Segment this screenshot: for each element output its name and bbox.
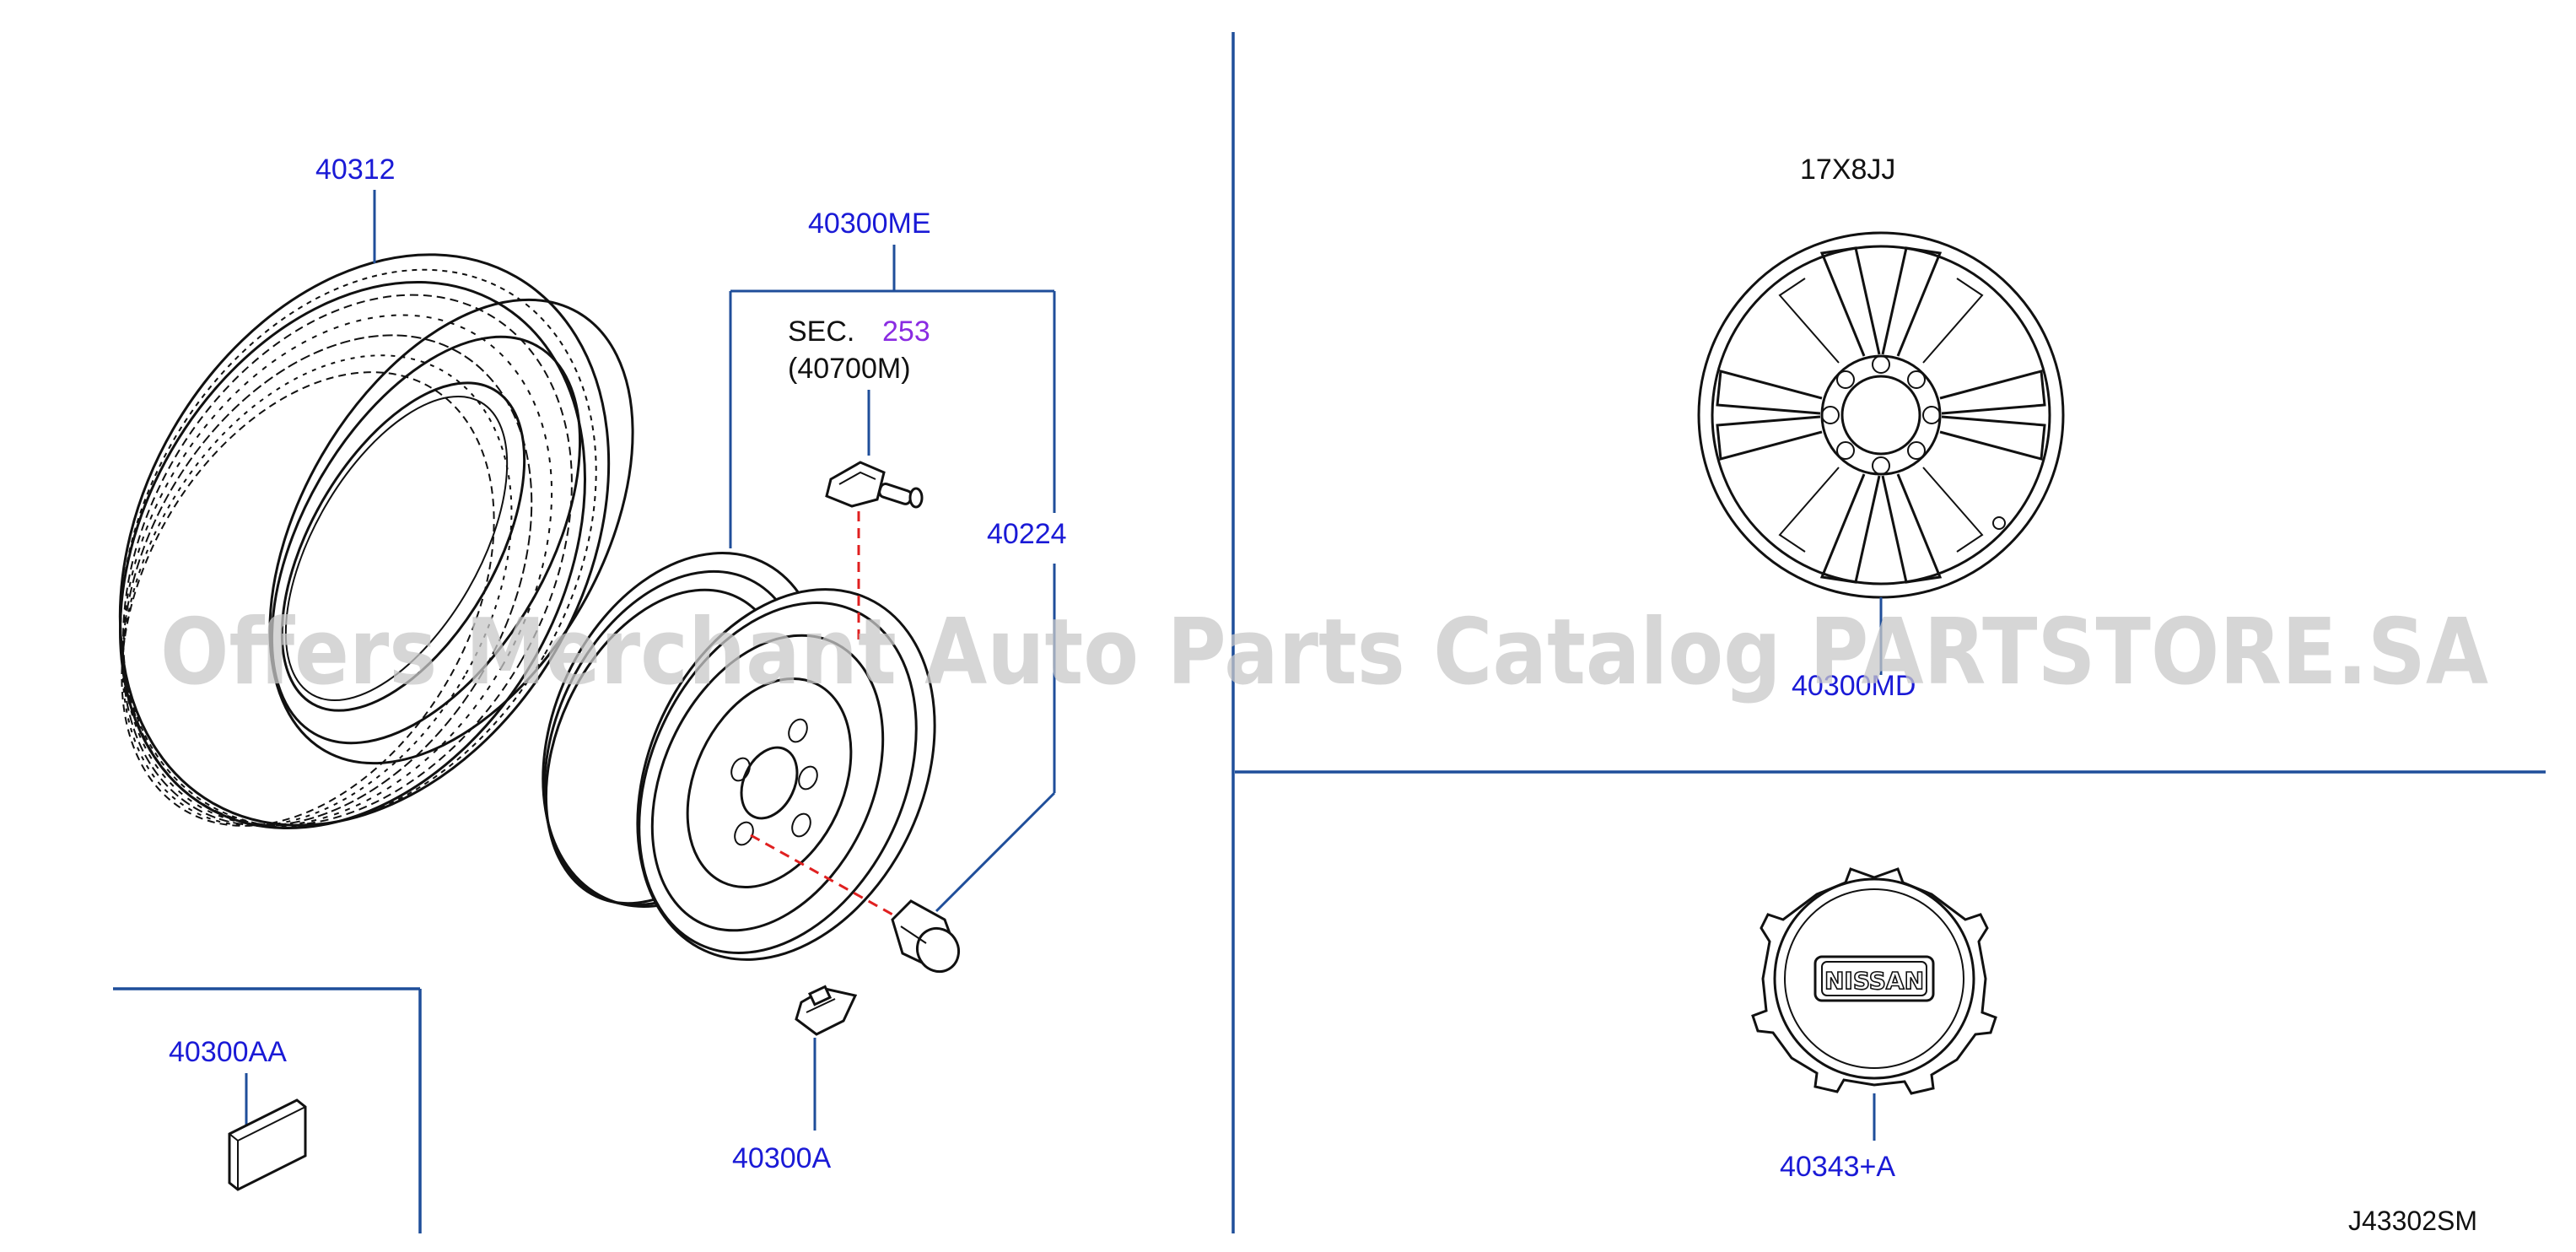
label-balance-weight-clip[interactable]: 40300A	[732, 1142, 832, 1174]
label-valve-cap[interactable]: 40224	[987, 518, 1067, 550]
tire-tread-pattern	[120, 268, 597, 828]
alloy-wheel-spokes	[1716, 246, 2046, 584]
center-cap-drawing: NISSAN	[1751, 867, 1997, 1095]
diagram-code: J43302SM	[2348, 1206, 2477, 1236]
valve-cap-drawing	[891, 899, 961, 974]
wheel-size-label: 17X8JJ	[1800, 154, 1895, 186]
tire-drawing	[118, 253, 634, 829]
label-center-cap[interactable]: 40343+A	[1780, 1151, 1895, 1183]
balance-weight-clip-drawing	[795, 985, 858, 1036]
watermark-text: Offers Merchant Auto Parts Catalog PARTS…	[160, 600, 2488, 705]
panel-dividers	[113, 32, 2546, 1233]
label-balance-weight[interactable]: 40300AA	[169, 1036, 287, 1068]
steel-wheel-drawing	[542, 552, 936, 961]
center-cap-brand: NISSAN	[1824, 967, 1924, 995]
balance-weight-drawing	[228, 1098, 307, 1191]
alloy-wheel-lug-holes	[1821, 355, 1941, 475]
label-wheel-assembly[interactable]: 40300ME	[808, 208, 931, 240]
sec-link-253[interactable]: 253	[882, 316, 930, 348]
label-alloy-wheel[interactable]: 40300MD	[1792, 670, 1916, 702]
alloy-wheel-drawing	[1697, 231, 2065, 599]
sec-prefix: SEC.	[788, 316, 854, 348]
tpms-sensor-drawing	[825, 461, 924, 509]
label-tire[interactable]: 40312	[315, 154, 396, 186]
sec-sub-label: (40700M)	[788, 353, 911, 385]
wheel-assembly-bracket	[729, 245, 1056, 913]
